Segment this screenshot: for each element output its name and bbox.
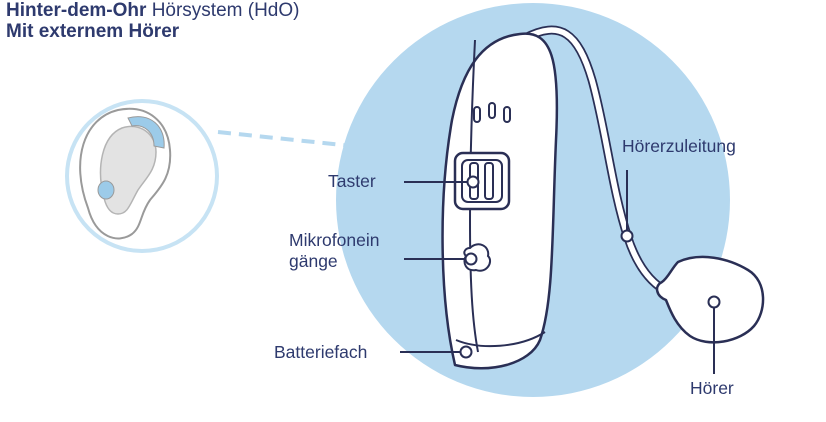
callout-dot-hoerer	[707, 295, 721, 309]
callout-dot-taster	[466, 175, 480, 189]
label-mikrofon-line1: Mikrofonein	[289, 230, 380, 250]
device-inner-contour	[468, 39, 479, 353]
ear-illustration	[65, 99, 219, 253]
label-batteriefach: Batteriefach	[274, 342, 368, 362]
title-subtitle: Mit externem Hörer	[6, 21, 180, 42]
dashed-connector	[217, 130, 363, 149]
callout-dot-batteriefach	[459, 345, 473, 359]
label-hoererzuleitung: Hörerzuleitung	[622, 136, 736, 156]
title-regular: Hörsystem (HdO)	[151, 0, 300, 21]
page-title: Hinter-dem-Ohr Hörsystem (HdO) Mit exter…	[6, 0, 299, 42]
receiver-cable-inner	[522, 27, 671, 295]
callout-dot-mikrofon	[464, 252, 478, 266]
title-bold: Hinter-dem-Ohr	[6, 0, 147, 21]
label-mikrofon-line2: gänge	[289, 251, 338, 271]
ear-device-highlight	[127, 116, 165, 149]
ear-receiver-highlight	[97, 180, 115, 200]
label-hoerer: Hörer	[690, 378, 734, 398]
label-taster: Taster	[328, 171, 376, 191]
battery-door-seam	[455, 331, 546, 348]
callout-dot-hoererzuleitung	[620, 229, 634, 243]
vent-slots	[473, 102, 511, 123]
ear-inner	[99, 125, 157, 215]
